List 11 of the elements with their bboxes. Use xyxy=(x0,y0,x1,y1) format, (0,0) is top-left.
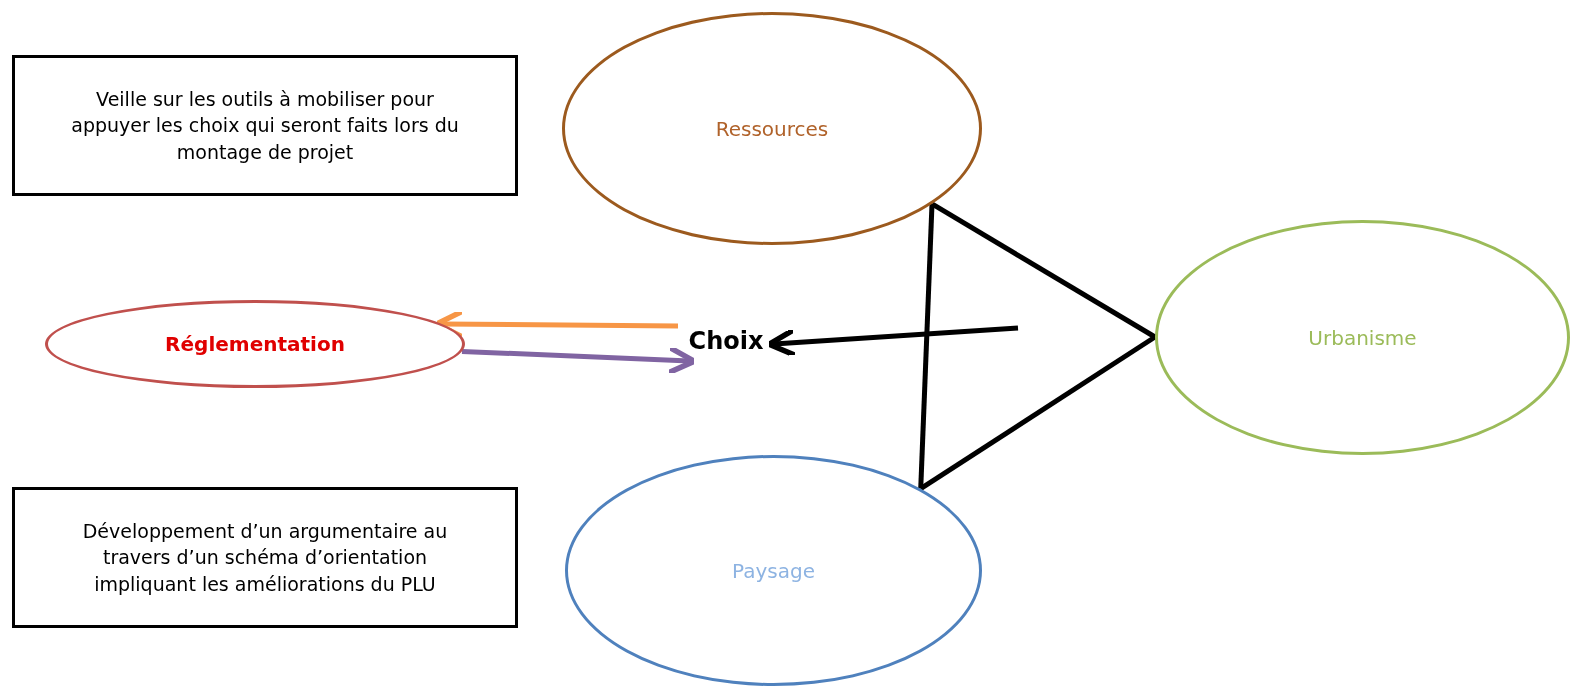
node-text: Réglementation xyxy=(165,331,345,358)
text-box xyxy=(12,55,518,196)
node-text: Veille sur les outils à mobiliser pour appuyer les choix qui seront faits lors du montage de projet xyxy=(70,86,460,165)
node-text: Paysage xyxy=(732,557,815,585)
node-text: Choix xyxy=(688,326,764,358)
node-text: Ressources xyxy=(715,115,829,143)
node-text: Urbanisme xyxy=(1308,324,1417,352)
arrow xyxy=(766,325,1019,358)
node-text: Développement d’un argumentaire au travers d’un schéma d’orientation impliquant les améliorations du PLU xyxy=(81,518,449,597)
connector-line xyxy=(918,203,935,489)
text-box xyxy=(12,487,518,628)
